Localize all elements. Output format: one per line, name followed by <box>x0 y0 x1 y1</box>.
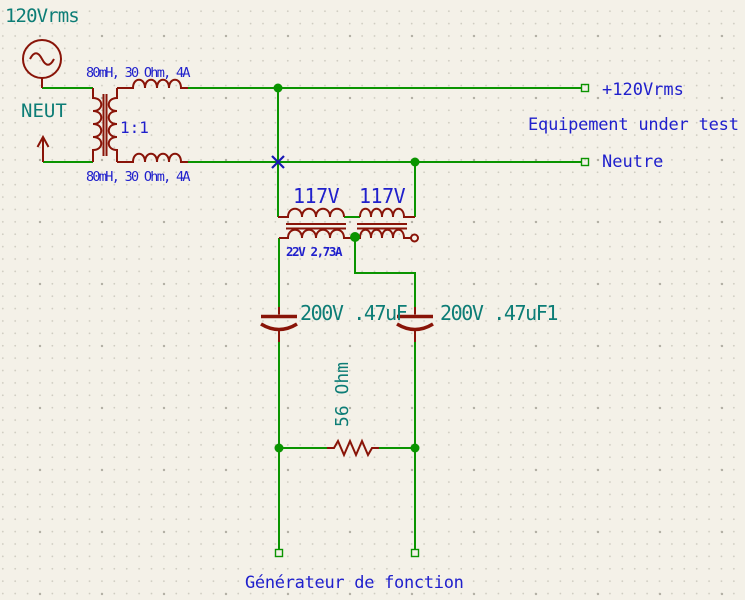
junction-dot <box>350 232 360 242</box>
isolation-transformer-1[interactable] <box>278 207 355 239</box>
inductor-top-body[interactable] <box>117 78 188 89</box>
wire-end-square <box>580 83 590 93</box>
junction-dot <box>410 443 420 453</box>
cap1-plate-bottom <box>260 322 298 332</box>
primary-winding[interactable] <box>92 88 103 162</box>
value-secondary[interactable]: 22V 2,73A <box>286 244 344 259</box>
junction-dot <box>410 157 420 167</box>
capacitor-2[interactable] <box>396 307 434 342</box>
annotation-output-live[interactable]: +120Vrms <box>602 80 684 100</box>
t1-primary-winding[interactable] <box>278 207 345 218</box>
resistor[interactable] <box>327 438 379 458</box>
neutral-arrow[interactable] <box>36 134 50 162</box>
main-transformer[interactable] <box>92 88 118 162</box>
open-pin-circle <box>410 233 419 243</box>
value-t2-primary[interactable]: 117V <box>359 184 406 208</box>
label-capacitor-1[interactable]: 200V .47uF <box>300 301 408 325</box>
value-transformer-ratio[interactable]: 1:1 <box>120 118 149 137</box>
label-resistor[interactable]: 56 Ohm <box>332 362 353 427</box>
wires[interactable] <box>42 87 582 550</box>
annotation-equipment[interactable]: Equipement under test <box>528 115 739 135</box>
wire-end-square <box>580 157 590 167</box>
label-neut[interactable]: NEUT <box>21 100 67 122</box>
arrow-head-icon <box>36 134 50 148</box>
inductor-bottom-body[interactable] <box>117 152 188 163</box>
cap2-plate-bottom <box>396 322 434 332</box>
value-inductor-top[interactable]: 80mH, 30 Ohm, 4A <box>86 65 192 81</box>
resistor-body[interactable] <box>327 438 379 458</box>
t2-primary-winding[interactable] <box>359 207 415 218</box>
wire-secondary-tap[interactable] <box>354 238 416 307</box>
junctions <box>273 83 420 453</box>
annotation-output-neutral[interactable]: Neutre <box>602 152 663 172</box>
junction-dot <box>273 83 283 93</box>
label-source-voltage[interactable]: 120Vrms <box>5 5 80 27</box>
inductor-bottom[interactable] <box>117 152 188 163</box>
label-capacitor-2[interactable]: 200V .47uF1 <box>440 301 559 325</box>
no-connect-x-icon <box>271 155 285 169</box>
value-inductor-bottom[interactable]: 80mH, 30 Ohm, 4A <box>86 169 192 185</box>
t1-secondary-winding[interactable] <box>279 228 355 239</box>
sine-wave-icon <box>29 52 55 66</box>
secondary-winding[interactable] <box>107 88 118 162</box>
wire-end-square <box>410 548 420 558</box>
capacitor-1[interactable] <box>260 307 298 342</box>
annotation-generator[interactable]: Générateur de fonction <box>245 573 464 593</box>
ac-source[interactable] <box>22 39 62 88</box>
t2-secondary-winding[interactable] <box>355 228 411 239</box>
wire-end-squares <box>274 83 590 558</box>
no-connect-marker[interactable] <box>271 155 285 169</box>
inductor-top[interactable] <box>117 78 188 89</box>
junction-dot <box>274 443 284 453</box>
value-t1-primary[interactable]: 117V <box>293 184 340 208</box>
isolation-transformer-2[interactable] <box>355 207 419 243</box>
wire-end-square <box>274 548 284 558</box>
